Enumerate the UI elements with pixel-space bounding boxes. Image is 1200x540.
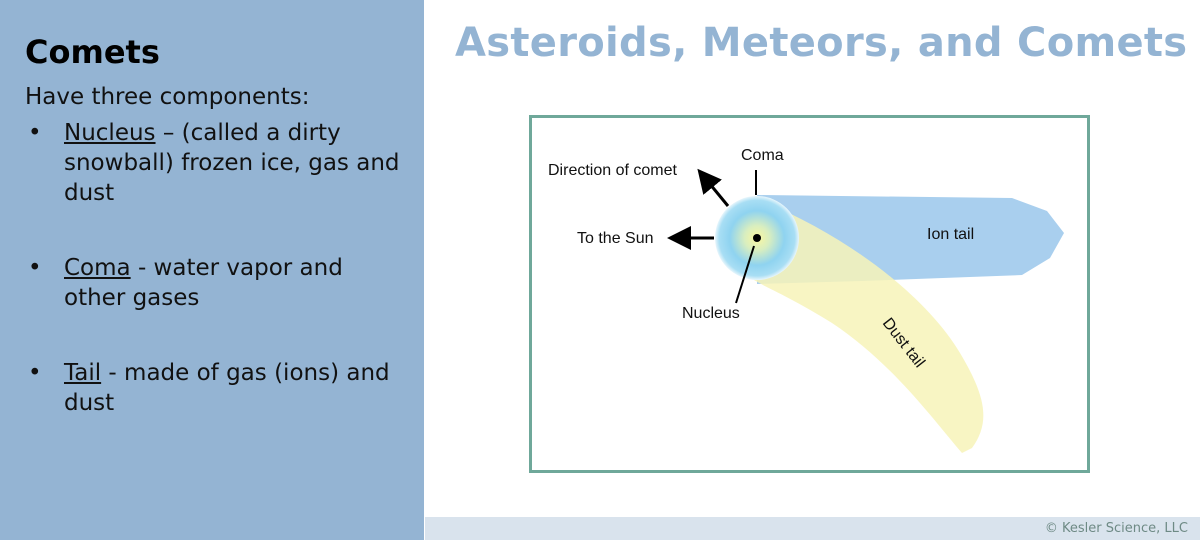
left-panel: Comets Have three components: • Nucleus … xyxy=(0,0,424,540)
bullet-icon: • xyxy=(28,360,42,386)
copyright-text: © Kesler Science, LLC xyxy=(1044,521,1188,536)
list-item-nucleus: • Nucleus – (called a dirty snowball) fr… xyxy=(28,118,408,208)
list-item-coma: • Coma - water vapor and other gases xyxy=(28,253,408,313)
label-to-the-sun: To the Sun xyxy=(577,230,654,247)
description-nucleus: – (called a dirty snowball) frozen ice, … xyxy=(64,120,400,206)
term-tail: Tail xyxy=(64,360,102,386)
bullet-icon: • xyxy=(28,120,42,146)
term-coma: Coma xyxy=(64,255,131,281)
label-coma: Coma xyxy=(741,147,784,164)
footer-bar: © Kesler Science, LLC xyxy=(425,517,1200,540)
component-list: • Nucleus – (called a dirty snowball) fr… xyxy=(28,118,408,418)
description-tail: - made of gas (ions) and dust xyxy=(64,360,390,416)
bullet-icon: • xyxy=(28,255,42,281)
nucleus-dot xyxy=(753,234,761,242)
description-coma: - water vapor and other gases xyxy=(64,255,343,311)
section-heading: Comets xyxy=(25,33,160,71)
list-item-tail: • Tail - made of gas (ions) and dust xyxy=(28,358,408,418)
dust-tail-shape xyxy=(754,200,984,453)
label-nucleus: Nucleus xyxy=(682,305,740,322)
label-ion-tail: Ion tail xyxy=(927,226,974,243)
term-nucleus: Nucleus xyxy=(64,120,156,146)
intro-text: Have three components: xyxy=(25,84,310,110)
slide-title: Asteroids, Meteors, and Comets xyxy=(455,20,1188,66)
comet-diagram: Direction of comet Coma To the Sun Nucle… xyxy=(529,115,1090,473)
label-direction: Direction of comet xyxy=(548,162,677,179)
